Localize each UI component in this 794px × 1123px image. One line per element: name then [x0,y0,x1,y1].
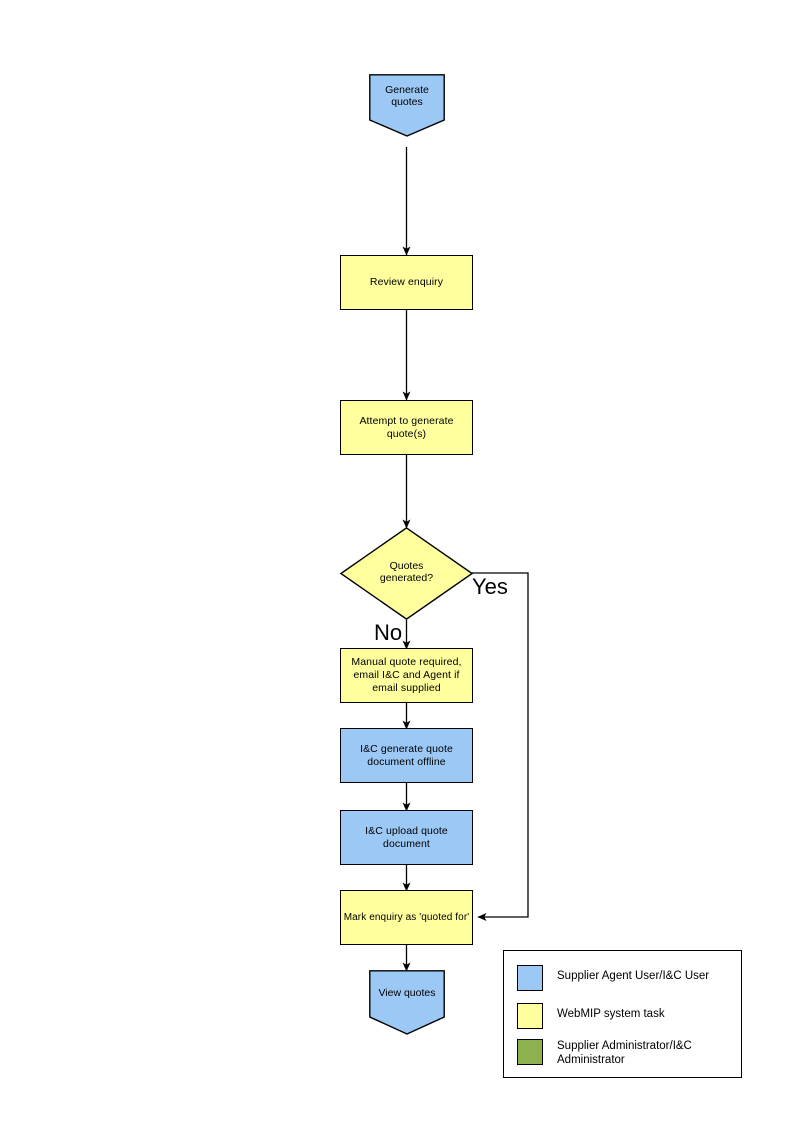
legend-swatch-yellow [517,1003,543,1029]
node-label: Attempt to generate quote(s) [359,414,454,440]
node-label: I&C upload quote document [365,824,448,850]
legend-item-supplier-administrator: Supplier Administrator/I&C Administrator [517,1039,692,1067]
node-generate-quotes[interactable]: Generate quotes [369,74,445,137]
node-review-enquiry[interactable]: Review enquiry [340,255,473,310]
edge-decision-yes-to-mark [472,572,529,921]
legend-label: Supplier Agent User/I&C User [557,970,710,982]
node-quotes-generated-decision[interactable]: Quotes generated? [339,527,474,620]
legend-label: Supplier Administrator/I&C Administrator [557,1040,692,1066]
legend-item-webmip-system-task: WebMIP system task [517,1003,665,1029]
legend-swatch-green [517,1039,543,1065]
node-ic-upload-quote-document[interactable]: I&C upload quote document [340,810,473,865]
edge-label-no: No [374,620,403,645]
node-label: I&C generate quote document offline [360,742,453,768]
legend-swatch-blue [517,965,543,991]
node-label: View quotes [378,987,436,999]
node-label: Manual quote required, email I&C and Age… [351,656,462,694]
node-attempt-generate-quotes[interactable]: Attempt to generate quote(s) [340,400,473,455]
node-view-quotes[interactable]: View quotes [369,970,445,1035]
node-label: Review enquiry [369,276,444,288]
node-manual-quote-required[interactable]: Manual quote required, email I&C and Age… [340,648,473,703]
node-ic-generate-quote-offline[interactable]: I&C generate quote document offline [340,728,473,783]
legend-label: WebMIP system task [557,1008,665,1020]
node-mark-enquiry-quoted-for[interactable]: Mark enquiry as 'quoted for' [340,890,473,945]
node-label: Quotes generated? [379,560,434,584]
legend-item-supplier-agent-user: Supplier Agent User/I&C User [517,965,709,991]
node-label: Generate quotes [385,84,429,108]
node-label: Mark enquiry as 'quoted for' [343,912,470,923]
edge-label-yes: Yes [472,574,508,599]
legend: Supplier Agent User/I&C User WebMIP syst… [503,950,742,1078]
